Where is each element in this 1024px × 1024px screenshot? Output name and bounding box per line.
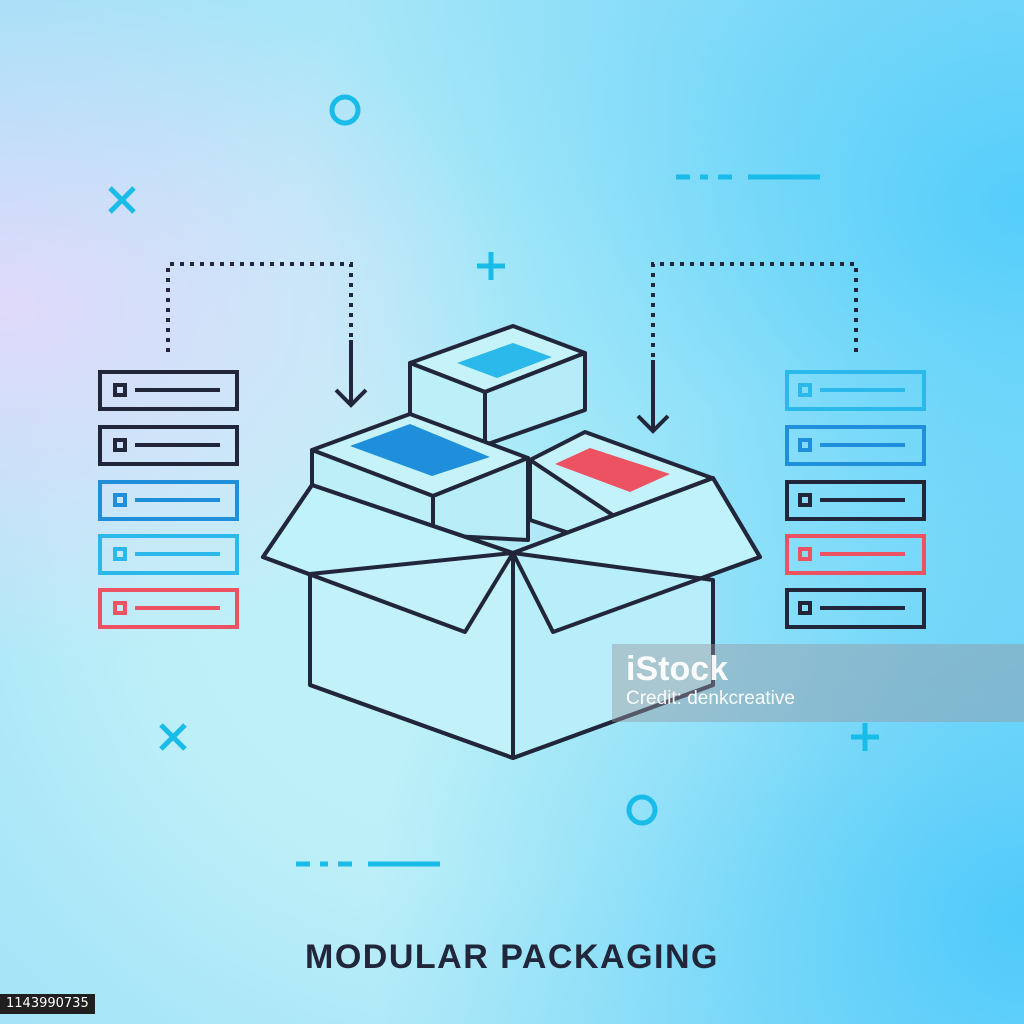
box-icon [261, 324, 762, 760]
circle-icon [626, 794, 658, 826]
server-stack-icon-left [98, 370, 239, 629]
cross-icon [108, 186, 136, 214]
stock-id: 1143990735 [0, 994, 95, 1014]
module-top [408, 324, 587, 447]
watermark-logo: iStock [626, 650, 729, 688]
decorations [108, 94, 879, 867]
cross-icon [159, 723, 187, 751]
plus-icon [477, 252, 505, 280]
page-title: MODULAR PACKAGING [305, 938, 719, 976]
server-stack-icon-right [785, 370, 926, 629]
arrow-down-icon [334, 340, 368, 408]
arrow-down-icon [636, 360, 670, 434]
watermark: iStock Credit: denkcreative [612, 644, 1024, 722]
plus-icon [851, 723, 879, 751]
dotted-connectors [166, 262, 858, 360]
circle-icon [329, 94, 361, 126]
watermark-credit: Credit: denkcreative [626, 688, 795, 709]
